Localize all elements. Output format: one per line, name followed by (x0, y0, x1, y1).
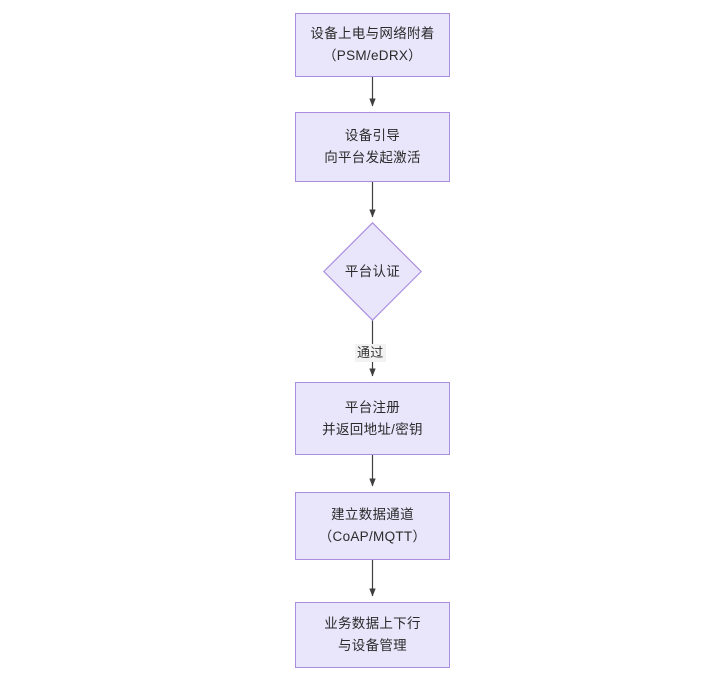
flow-node-device-power-on[interactable]: 设备上电与网络附着 （PSM/eDRX） (295, 13, 450, 77)
flow-node-label: 设备引导 向平台发起激活 (324, 128, 421, 165)
flow-node-business-data[interactable]: 业务数据上下行 与设备管理 (295, 602, 450, 668)
flow-node-label: 设备上电与网络附着 （PSM/eDRX） (310, 26, 435, 63)
flow-node-data-channel[interactable]: 建立数据通道 （CoAP/MQTT） (295, 492, 450, 560)
flow-node-label: 业务数据上下行 与设备管理 (324, 616, 421, 653)
edge-label-pass: 通过 (355, 344, 386, 362)
flow-node-platform-auth-decision[interactable]: 平台认证 (323, 222, 422, 321)
flow-node-label: 平台注册 并返回地址/密钥 (322, 399, 423, 437)
flow-node-label: 平台认证 (344, 263, 401, 279)
diamond-icon (323, 222, 422, 321)
flow-node-device-bootstrap[interactable]: 设备引导 向平台发起激活 (295, 112, 450, 182)
flow-node-label: 建立数据通道 （CoAP/MQTT） (318, 507, 427, 544)
flow-node-platform-registration[interactable]: 平台注册 并返回地址/密钥 (295, 382, 450, 455)
